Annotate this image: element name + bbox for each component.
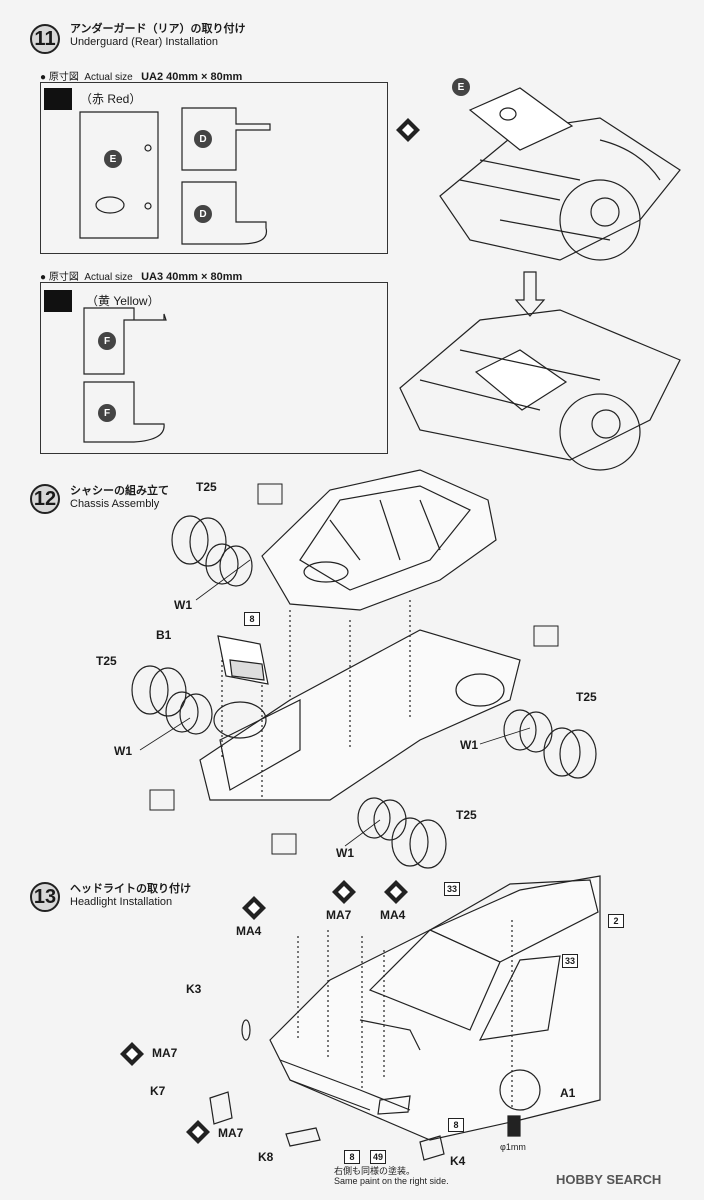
part-d-label: D <box>194 130 212 148</box>
part-ma7-label: MA7 <box>218 1126 244 1140</box>
part-b1-label: B1 <box>156 628 172 642</box>
decal-box-ua2 <box>40 82 388 254</box>
part-k3-label: K3 <box>186 982 202 996</box>
tire-t25-label: T25 <box>196 480 217 494</box>
paint-note-jp: 右側も同様の塗装。 <box>334 1166 416 1176</box>
part-ma4-label: MA4 <box>380 908 406 922</box>
decal-icon <box>44 88 72 110</box>
part-number-8: 8 <box>344 1150 360 1164</box>
box1-header: ● 原寸図 Actual size UA2 40mm × 80mm <box>40 71 243 83</box>
part-number-33: 33 <box>562 954 578 968</box>
part-e-label: E <box>452 78 470 96</box>
part-f-label: F <box>98 404 116 422</box>
step-12-title-jp: シャシーの組み立て <box>70 485 169 497</box>
part-k4-label: K4 <box>450 1154 466 1168</box>
part-number-33: 33 <box>444 882 460 896</box>
part-d-label: D <box>194 205 212 223</box>
box1-color-label: （赤 Red） <box>80 92 142 106</box>
box2-color-label: （黄 Yellow） <box>86 294 160 308</box>
step-11-title-jp: アンダーガード（リア）の取り付け <box>70 23 246 35</box>
step-11-number: 11 <box>30 24 60 54</box>
step-13-title-jp: ヘッドライトの取り付け <box>70 883 191 895</box>
wheel-w1-label: W1 <box>336 846 354 860</box>
paint-note-en: Same paint on the right side. <box>334 1176 449 1186</box>
part-number-49: 49 <box>370 1150 386 1164</box>
part-e-label: E <box>104 150 122 168</box>
wheel-w1-label: W1 <box>460 738 478 752</box>
watermark: HOBBY SEARCH <box>556 1172 662 1187</box>
box2-header: ● 原寸図 Actual size UA3 40mm × 80mm <box>40 271 243 283</box>
step-12-number: 12 <box>30 484 60 514</box>
part-number-8: 8 <box>244 612 260 626</box>
tire-t25-label: T25 <box>96 654 117 668</box>
part-ma4-label: MA4 <box>236 924 262 938</box>
part-number-2: 2 <box>608 914 624 928</box>
step-13-number: 13 <box>30 882 60 912</box>
tire-t25-label: T25 <box>576 690 597 704</box>
part-ma7-label: MA7 <box>326 908 352 922</box>
part-a1-label: A1 <box>560 1086 576 1100</box>
part-k8-label: K8 <box>258 1150 274 1164</box>
drill-size-label: φ1mm <box>500 1142 526 1152</box>
part-ma7-label: MA7 <box>152 1046 178 1060</box>
decal-icon <box>44 290 72 312</box>
tire-t25-label: T25 <box>456 808 477 822</box>
decal-box-ua3 <box>40 282 388 454</box>
step-11-title-en: Underguard (Rear) Installation <box>70 36 218 48</box>
part-number-8: 8 <box>448 1118 464 1132</box>
step-13-title-en: Headlight Installation <box>70 896 173 908</box>
step-12-title-en: Chassis Assembly <box>70 498 160 510</box>
wheel-w1-label: W1 <box>174 598 192 612</box>
part-f-label: F <box>98 332 116 350</box>
part-k7-label: K7 <box>150 1084 166 1098</box>
wheel-w1-label: W1 <box>114 744 132 758</box>
